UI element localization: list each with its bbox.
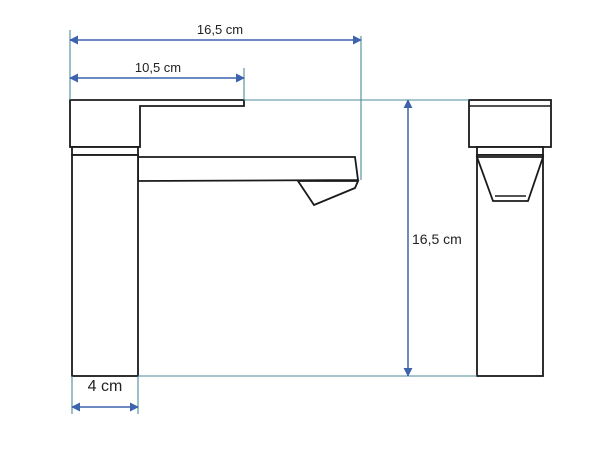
aerator xyxy=(296,180,360,207)
side-collar xyxy=(476,146,544,156)
side-handle xyxy=(468,99,552,148)
dimension-arrows xyxy=(69,35,413,412)
handle-length-label: 10,5 cm xyxy=(135,60,181,75)
handle-collar xyxy=(71,146,139,156)
body-width-label: 4 cm xyxy=(88,378,123,395)
faucet-body xyxy=(71,154,139,377)
total-height-label: 16,5 cm xyxy=(412,231,462,247)
faucet-front-view xyxy=(69,99,360,377)
lever-handle xyxy=(69,99,245,148)
side-spout xyxy=(475,156,545,202)
spout xyxy=(137,156,360,182)
spout-reach-label: 16,5 cm xyxy=(197,22,243,37)
faucet-side-view xyxy=(468,99,552,377)
extension-lines xyxy=(69,30,477,414)
dimension-labels: 16,5 cm 10,5 cm 16,5 cm 4 cm xyxy=(88,22,462,395)
